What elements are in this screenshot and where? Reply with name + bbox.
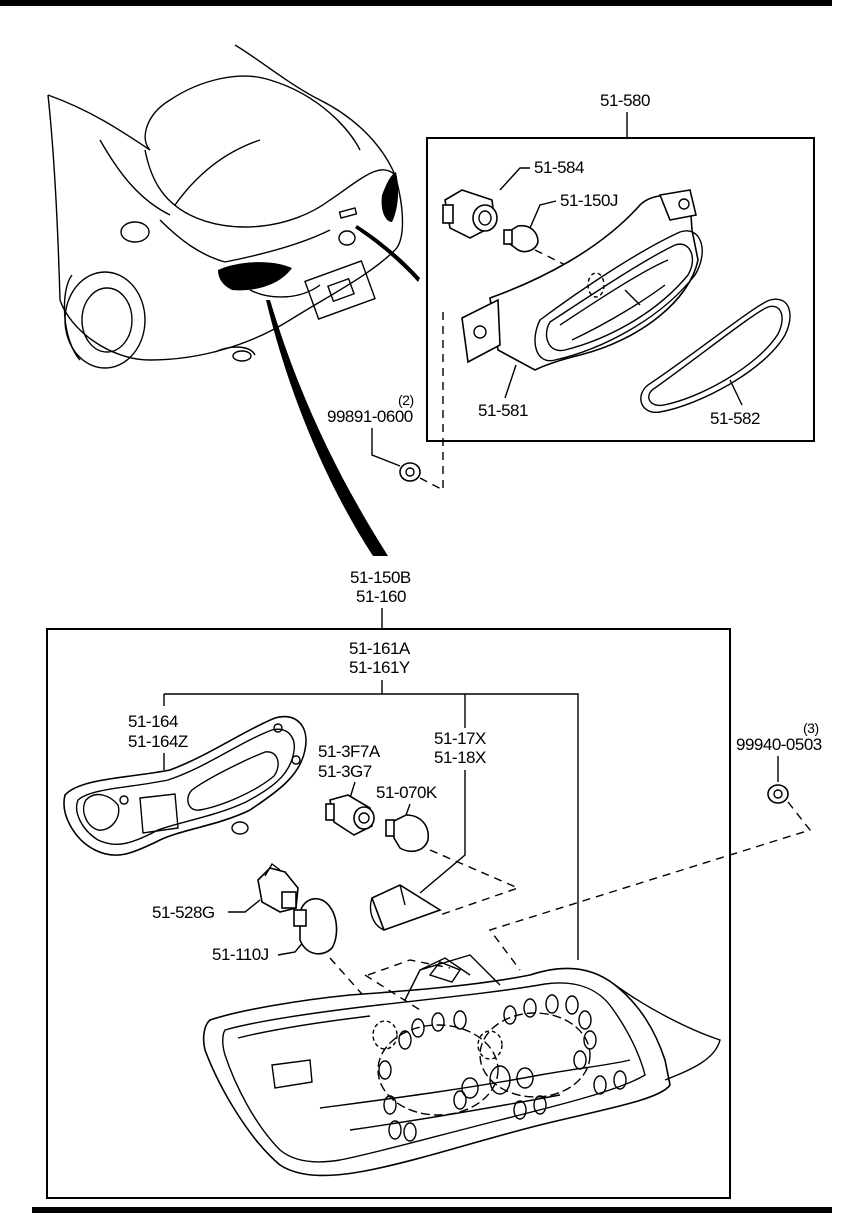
label-bulb-070: 51-070K — [376, 783, 438, 802]
main-assembly-box — [46, 628, 731, 1199]
callout-swoosh-top — [355, 225, 420, 282]
label-nut-top-qty: (2) — [398, 392, 414, 408]
bulb-51-070k — [385, 814, 430, 853]
label-lens-b: 51-161Y — [349, 658, 410, 677]
nut-99940-0503 — [767, 784, 789, 804]
label-main-assembly-b: 51-160 — [356, 587, 406, 606]
callout-swoosh-main — [266, 300, 388, 556]
label-reflector-a: 51-17X — [434, 729, 486, 748]
label-socket-b: 51-3G7 — [318, 762, 372, 781]
label-socket-528: 51-528G — [152, 903, 215, 922]
car-rear-illustration — [47, 44, 404, 369]
socket-51-528g — [257, 862, 299, 913]
label-gasket-b: 51-164Z — [128, 732, 188, 751]
label-bulb-top: 51-150J — [560, 191, 618, 210]
socket-51-3f7a — [325, 794, 375, 836]
label-gasket-a: 51-164 — [128, 712, 178, 731]
top-border — [0, 0, 832, 6]
label-housing-top: 51-581 — [478, 401, 528, 420]
nut-99891-0600 — [399, 462, 421, 482]
bottom-border — [32, 1207, 832, 1213]
label-nut-right: 99940-0503 — [736, 735, 822, 754]
bulb-51-110j — [293, 898, 338, 955]
socket-51-584 — [442, 189, 498, 239]
label-lens-a: 51-161A — [349, 639, 411, 658]
label-bulb-110: 51-110J — [212, 945, 269, 964]
top-assembly-box — [426, 137, 815, 442]
label-main-assembly-a: 51-150B — [350, 568, 411, 587]
housing-51-581 — [461, 189, 703, 371]
gasket-51-164 — [63, 715, 307, 856]
label-socket-a: 51-3F7A — [318, 742, 381, 761]
label-top-assembly: 51-580 — [600, 91, 650, 110]
label-nut-right-qty: (3) — [803, 720, 819, 736]
bulb-51-150j — [503, 224, 539, 253]
label-gasket-top: 51-582 — [710, 409, 760, 428]
label-nut-top: 99891-0600 — [327, 407, 413, 426]
label-socket-top: 51-584 — [534, 158, 584, 177]
reflector-51-17x — [369, 884, 442, 932]
label-reflector-b: 51-18X — [434, 748, 486, 767]
tail-lamp-assembly — [202, 954, 721, 1177]
gasket-51-582 — [640, 298, 791, 413]
